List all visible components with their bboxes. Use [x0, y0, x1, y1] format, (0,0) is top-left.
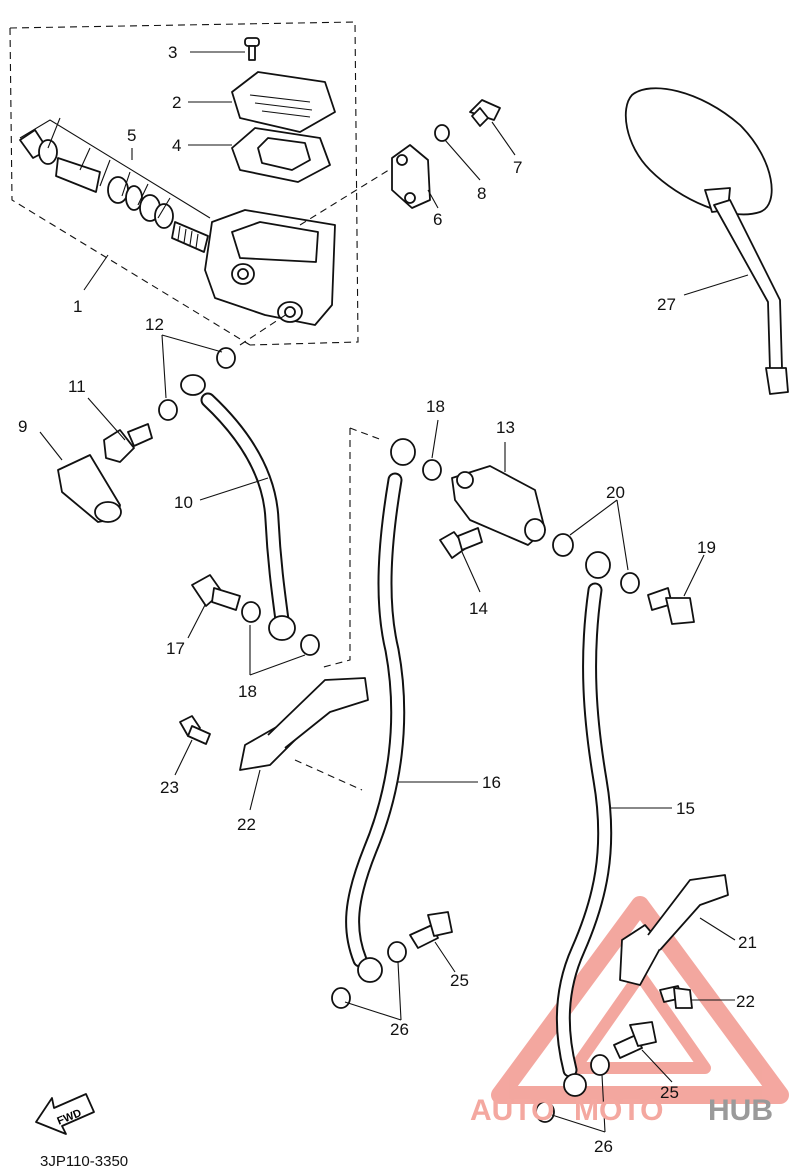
- bolt-19-icon: [647, 587, 695, 625]
- watermark-text: AUTO MOTO HUB: [470, 1094, 773, 1127]
- reservoir-cap-2-icon: [231, 71, 336, 133]
- bolt-22-icon: [659, 985, 693, 1009]
- washer-20b-icon: [620, 572, 640, 594]
- diagram-code: 3JP110-3350: [40, 1153, 128, 1170]
- leader-lines: [19, 51, 749, 1133]
- callout-13: 13: [496, 418, 515, 437]
- brake-hose-10-icon: [180, 374, 296, 641]
- callout-3: 3: [168, 43, 177, 62]
- callout-20: 20: [606, 483, 625, 502]
- callout-2: 2: [172, 93, 181, 112]
- bolt-25a-icon: [409, 911, 453, 949]
- washer-18c-icon: [422, 459, 442, 481]
- callout-27: 27: [657, 295, 676, 314]
- forward-arrow-icon: FWD: [35, 1093, 95, 1135]
- callout-16: 16: [482, 773, 501, 792]
- washer-26c-icon: [590, 1054, 610, 1076]
- callout-19: 19: [697, 538, 716, 557]
- callout-26-left: 26: [390, 1020, 409, 1039]
- hose-clamp-21-icon: [619, 874, 729, 986]
- bolt-17-icon: [191, 574, 241, 611]
- brake-hose-15-icon: [555, 551, 613, 1097]
- callout-11: 11: [68, 377, 86, 396]
- mirror-27-icon: [624, 87, 789, 395]
- callout-10: 10: [174, 493, 193, 512]
- callout-12: 12: [145, 315, 164, 334]
- washer-26d-icon: [535, 1101, 555, 1123]
- washer-20a-icon: [552, 533, 574, 557]
- watermark-part2: MOTO: [574, 1094, 663, 1127]
- callout-23: 22: [237, 815, 256, 834]
- callout-18-bottom: 18: [238, 682, 257, 701]
- bolt-14-icon: [439, 527, 483, 559]
- brake-joint-13-icon: [451, 465, 546, 546]
- callout-9: 9: [18, 417, 27, 436]
- callout-26-right: 26: [594, 1137, 613, 1156]
- callout-18-top: 18: [426, 397, 445, 416]
- bolt-11-icon: [103, 423, 153, 463]
- callout-17: 17: [166, 639, 185, 658]
- callout-22-visible: 22: [736, 992, 755, 1011]
- callout-15: 15: [676, 799, 695, 818]
- washer-18b-icon: [300, 634, 320, 656]
- brake-hose-16-icon: [345, 438, 416, 983]
- washer-12-icon: [216, 347, 236, 369]
- washer-26a-icon: [387, 941, 407, 963]
- callout-4: 4: [172, 136, 181, 155]
- callout-labels: 3 2 4 5 6 8 7 1 27 12 11 9 10 18 13 14 2…: [18, 43, 757, 1156]
- callout-7: 7: [513, 158, 522, 177]
- washer-18a-icon: [241, 601, 261, 623]
- bolt-24-icon: [179, 715, 211, 745]
- hose-clamp-23-icon: [239, 677, 369, 771]
- callout-25-right: 25: [660, 1083, 679, 1102]
- callout-6: 6: [433, 210, 442, 229]
- boot-9-icon: [57, 454, 122, 523]
- callout-5: 5: [127, 126, 136, 145]
- assembly-group-outline: [9, 21, 359, 346]
- bolt-7-icon: [469, 99, 501, 127]
- clamp-6-icon: [391, 144, 431, 209]
- watermark-part1: AUTO: [470, 1094, 554, 1127]
- washer-12b-icon: [158, 399, 178, 421]
- callout-21: 21: [738, 933, 757, 952]
- washer-26b-icon: [331, 987, 351, 1009]
- watermark-part3: HUB: [708, 1094, 773, 1127]
- diaphragm-4-icon: [231, 127, 331, 183]
- piston-kit-5-icon: [19, 129, 209, 253]
- screw-3-icon: [244, 37, 260, 61]
- bolt-25b-icon: [613, 1021, 657, 1059]
- washer-8-icon: [434, 124, 450, 142]
- master-cylinder-1-icon: [204, 209, 336, 326]
- callout-24: 23: [160, 778, 179, 797]
- callout-1: 1: [73, 297, 82, 316]
- callout-25-left: 25: [450, 971, 469, 990]
- callout-14: 14: [469, 599, 488, 618]
- callout-8: 8: [477, 184, 486, 203]
